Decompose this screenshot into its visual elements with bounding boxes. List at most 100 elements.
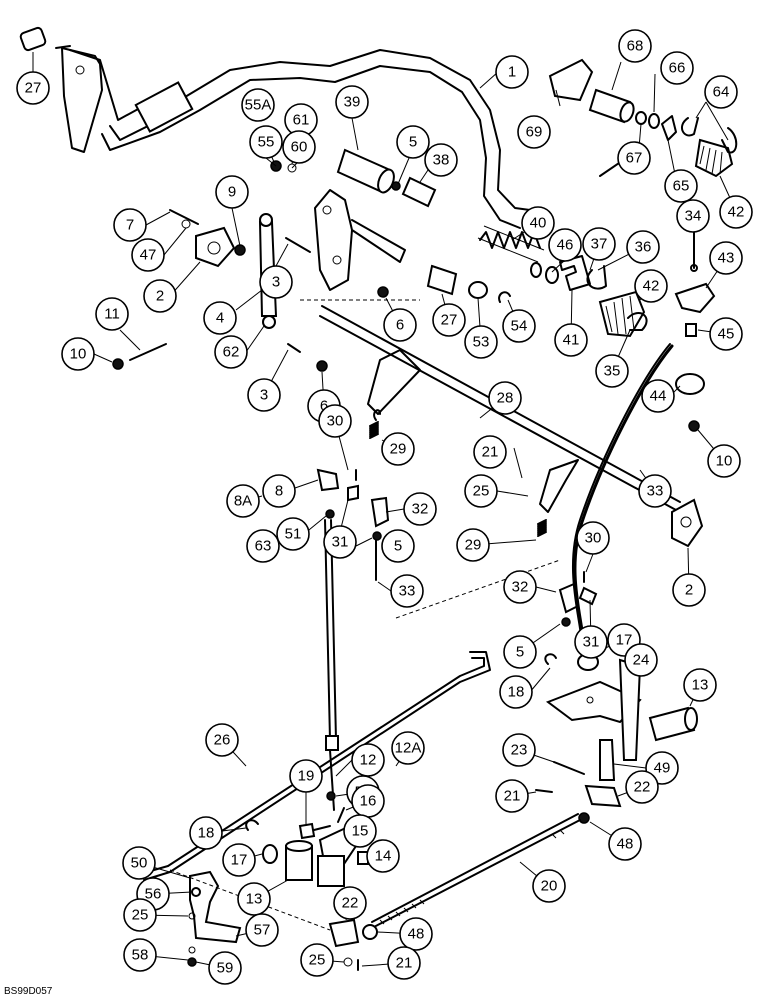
callout-59: 59 <box>208 951 242 985</box>
svg-text:24: 24 <box>633 652 650 669</box>
nut-48-low <box>362 924 378 940</box>
boot-42-top <box>694 138 734 178</box>
svg-text:17: 17 <box>231 852 248 869</box>
rod-12-sleeve <box>325 735 339 751</box>
svg-text:3: 3 <box>272 274 280 291</box>
callout-34: 34 <box>676 199 710 233</box>
yoke-22-right <box>584 784 622 808</box>
callouts: 27 1 68 66 64 69 67 65 42 55A 61 39 55 6… <box>16 29 753 985</box>
washer-66 <box>648 113 660 129</box>
washer-47 <box>181 219 191 229</box>
svg-text:10: 10 <box>716 453 733 470</box>
callout-4: 4 <box>203 301 237 335</box>
pin-top-left <box>55 45 71 49</box>
shaft-arm-left <box>367 349 421 415</box>
svg-text:25: 25 <box>309 952 326 969</box>
callout-12: 12 <box>351 743 385 777</box>
callout-35: 35 <box>595 354 629 388</box>
callout-25-left: 25 <box>123 898 157 932</box>
nut-58 <box>187 957 197 967</box>
svg-text:36: 36 <box>635 239 652 256</box>
callout-17-left: 17 <box>222 843 256 877</box>
svg-text:60: 60 <box>291 139 308 156</box>
callout-67: 67 <box>617 141 651 175</box>
sleeve-38 <box>401 176 437 208</box>
svg-text:8A: 8A <box>234 493 252 510</box>
svg-text:13: 13 <box>246 891 263 908</box>
yoke-22-low <box>328 918 360 948</box>
svg-text:17: 17 <box>616 632 633 649</box>
svg-text:27: 27 <box>25 80 42 97</box>
svg-text:32: 32 <box>412 501 429 518</box>
svg-text:59: 59 <box>217 960 234 977</box>
callout-5-mid: 5 <box>381 529 415 563</box>
callout-2-left: 2 <box>143 279 177 313</box>
svg-text:54: 54 <box>511 318 528 335</box>
svg-text:30: 30 <box>585 530 602 547</box>
svg-text:42: 42 <box>728 204 745 221</box>
svg-text:66: 66 <box>669 60 686 77</box>
callout-21-mid: 21 <box>473 435 507 469</box>
fitting-8 <box>316 468 340 492</box>
callout-5-top: 5 <box>396 125 430 159</box>
callout-20: 20 <box>532 869 566 903</box>
bracket-hole-b <box>332 255 342 265</box>
callout-21-low: 21 <box>387 946 421 980</box>
clamp-36 <box>586 265 607 290</box>
svg-text:56: 56 <box>145 886 162 903</box>
bolt-7 <box>169 209 199 225</box>
shaft-arm-right <box>539 459 579 513</box>
svg-text:58: 58 <box>132 947 149 964</box>
callout-39: 39 <box>335 85 369 119</box>
bracket-hole-a <box>322 205 332 215</box>
callout-33-right: 33 <box>638 474 672 508</box>
svg-text:13: 13 <box>692 677 709 694</box>
link-49 <box>599 739 616 781</box>
svg-text:34: 34 <box>685 208 702 225</box>
svg-text:12: 12 <box>360 752 377 769</box>
bracket-2-right-hole <box>680 516 692 528</box>
bracket-43 <box>674 282 716 314</box>
svg-text:21: 21 <box>396 955 413 972</box>
nut-10-left <box>112 358 124 370</box>
bushing-13-right-end <box>684 707 698 731</box>
callout-55a: 55A <box>241 88 275 122</box>
svg-text:53: 53 <box>473 334 490 351</box>
pedal-bracket <box>314 189 406 291</box>
svg-text:37: 37 <box>591 236 608 253</box>
callout-29-left: 29 <box>381 432 415 466</box>
callout-61: 61 <box>284 103 318 137</box>
callout-66: 66 <box>660 51 694 85</box>
svg-text:31: 31 <box>332 534 349 551</box>
callout-25-low: 25 <box>300 943 334 977</box>
callout-25-mid: 25 <box>464 474 498 508</box>
svg-text:63: 63 <box>255 538 272 555</box>
svg-text:22: 22 <box>634 779 651 796</box>
callout-5-right: 5 <box>503 635 537 669</box>
bolt-11 <box>129 343 167 361</box>
svg-text:47: 47 <box>140 247 157 264</box>
clamp-35 <box>627 312 648 331</box>
svg-text:49: 49 <box>654 760 671 777</box>
svg-text:2: 2 <box>685 582 693 599</box>
callout-36: 36 <box>626 230 660 264</box>
callout-41: 41 <box>554 323 588 357</box>
nut-5-mid <box>372 531 382 541</box>
svg-text:35: 35 <box>604 363 621 380</box>
svg-text:55: 55 <box>258 134 275 151</box>
svg-text:43: 43 <box>718 250 735 267</box>
bracket-2-left-hole <box>207 241 221 255</box>
cable-33 <box>375 343 671 661</box>
svg-text:48: 48 <box>408 926 425 943</box>
callout-32-left: 32 <box>403 492 437 526</box>
nut-52 <box>326 791 336 801</box>
bolt-16 <box>337 807 345 823</box>
svg-text:40: 40 <box>530 215 547 232</box>
callout-13-right: 13 <box>683 668 717 702</box>
pin-21-right <box>535 789 553 793</box>
callout-21-right: 21 <box>495 779 529 813</box>
svg-text:33: 33 <box>399 583 416 600</box>
bracket-50 <box>189 870 242 944</box>
callout-33-left: 33 <box>390 574 424 608</box>
